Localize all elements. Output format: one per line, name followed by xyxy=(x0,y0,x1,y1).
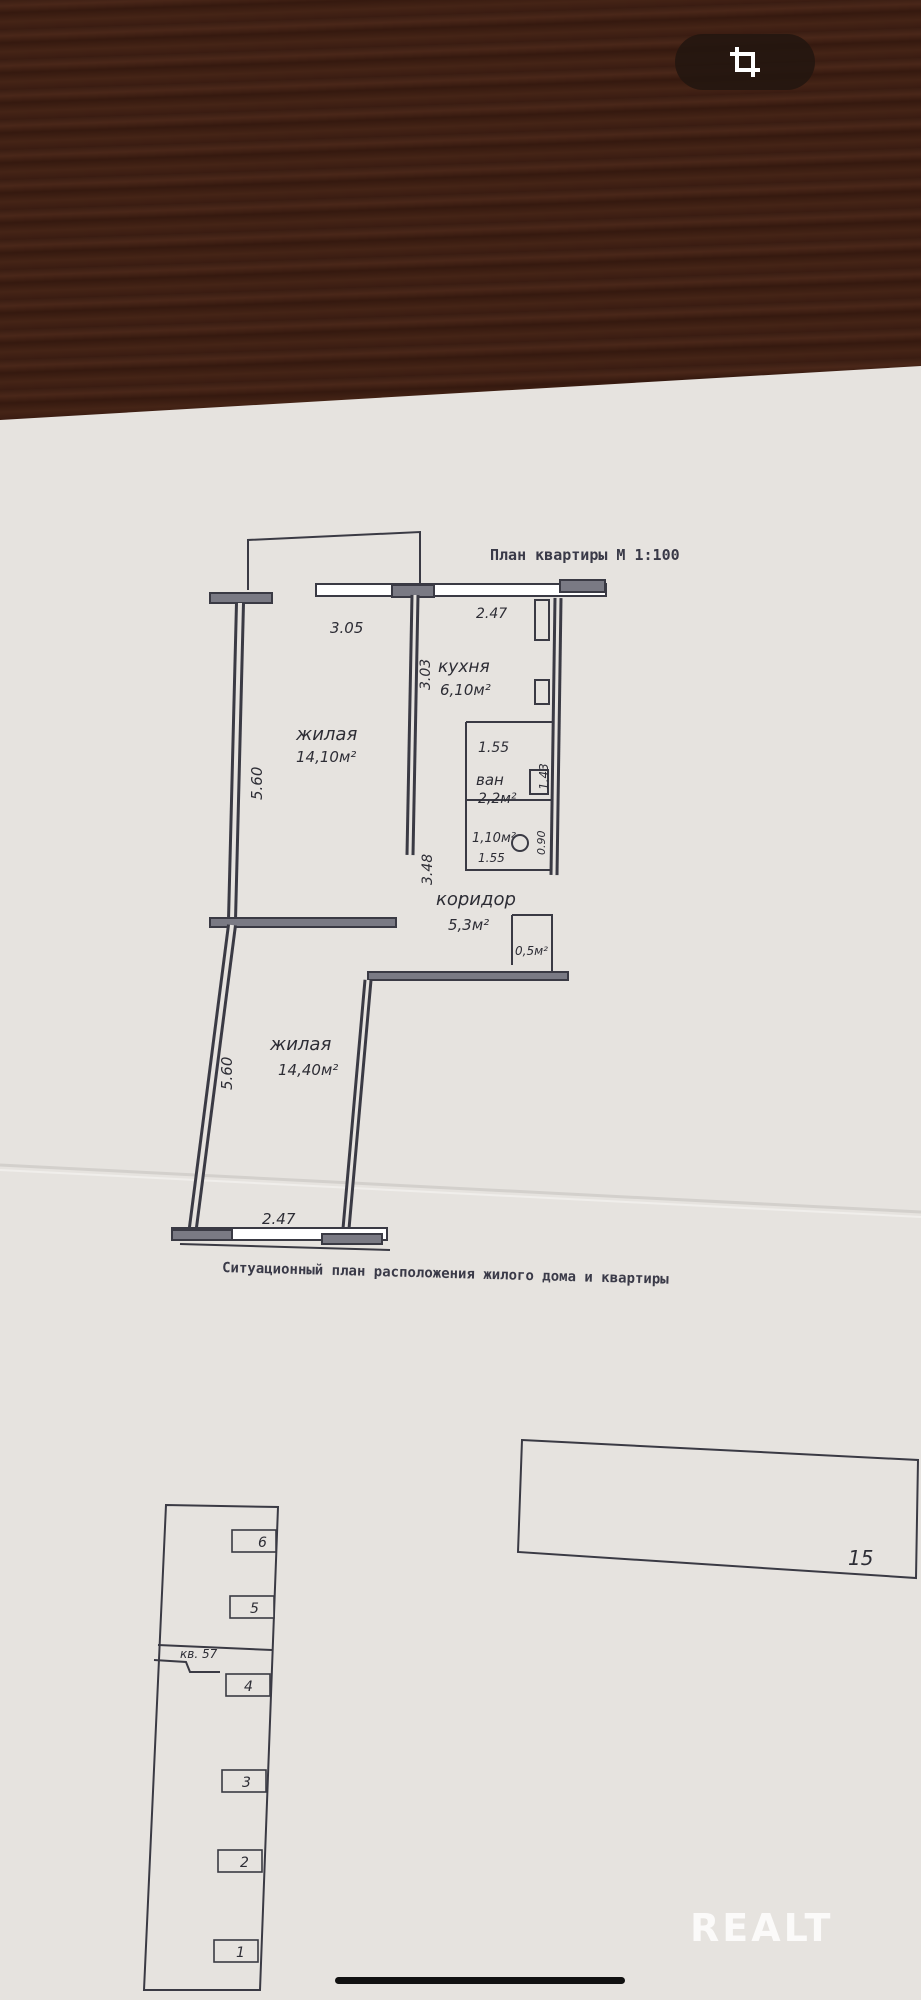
entrance-6 xyxy=(231,1529,277,1553)
kitchen-name: кухня xyxy=(438,657,490,677)
paper xyxy=(0,366,921,2000)
dim-living2-side: 5.60 xyxy=(218,1057,236,1090)
watermark: REALT xyxy=(690,1906,834,1950)
dim-wc-bottom: 1.55 xyxy=(478,851,505,865)
entrance-5 xyxy=(229,1595,275,1619)
entrance-6-label: 6 xyxy=(258,1535,267,1551)
entrance-3-label: 3 xyxy=(242,1775,251,1791)
dim-bottom: 2.47 xyxy=(262,1210,296,1228)
dim-top-kitchen: 2.47 xyxy=(476,606,507,622)
kitchen-area: 6,10м² xyxy=(440,681,491,699)
corridor-name: коридор xyxy=(436,889,516,910)
paper-fold xyxy=(0,1163,921,1214)
floor-plan xyxy=(171,530,607,1251)
crop-button[interactable] xyxy=(675,34,815,90)
dim-kitchen-side: 3.03 xyxy=(418,659,434,690)
building-number: 15 xyxy=(848,1546,873,1570)
wc-area: 1,10м² xyxy=(472,831,516,846)
dim-living1-side: 5.60 xyxy=(248,767,266,800)
corridor-area: 5,3м² xyxy=(448,916,489,934)
bath-area: 2,2м² xyxy=(478,791,517,807)
entrance-2-label: 2 xyxy=(240,1855,249,1871)
crop-icon xyxy=(730,47,760,77)
home-indicator[interactable] xyxy=(335,1977,625,1984)
entrance-5-label: 5 xyxy=(250,1601,259,1617)
dim-bath-side: 1.43 xyxy=(537,763,551,790)
closet-area: 0,5м² xyxy=(515,944,548,958)
dim-corridor-side: 3.48 xyxy=(420,854,436,885)
bath-name: ван xyxy=(476,771,504,789)
apartment-label: кв. 57 xyxy=(180,1647,218,1661)
entrance-1 xyxy=(213,1939,259,1963)
entrance-4 xyxy=(225,1673,271,1697)
living1-area: 14,10м² xyxy=(296,748,356,766)
entrance-2 xyxy=(217,1849,263,1873)
entrance-3 xyxy=(221,1769,267,1793)
entrance-markers xyxy=(213,1529,277,1963)
dim-top-left: 3.05 xyxy=(330,619,363,637)
entrance-1-label: 1 xyxy=(236,1945,245,1961)
entrance-4-label: 4 xyxy=(244,1679,253,1695)
plan-title: План квартиры М 1:100 xyxy=(490,546,680,564)
living2-name: жилая xyxy=(269,1034,331,1055)
living2-area: 14,40м² xyxy=(278,1061,338,1079)
dim-bath-top: 1.55 xyxy=(478,740,509,756)
residential-building xyxy=(142,1503,280,1991)
living1-name: жилая xyxy=(295,724,357,745)
dim-wc-side: 0.90 xyxy=(535,831,548,856)
building-15 xyxy=(516,1438,920,1580)
